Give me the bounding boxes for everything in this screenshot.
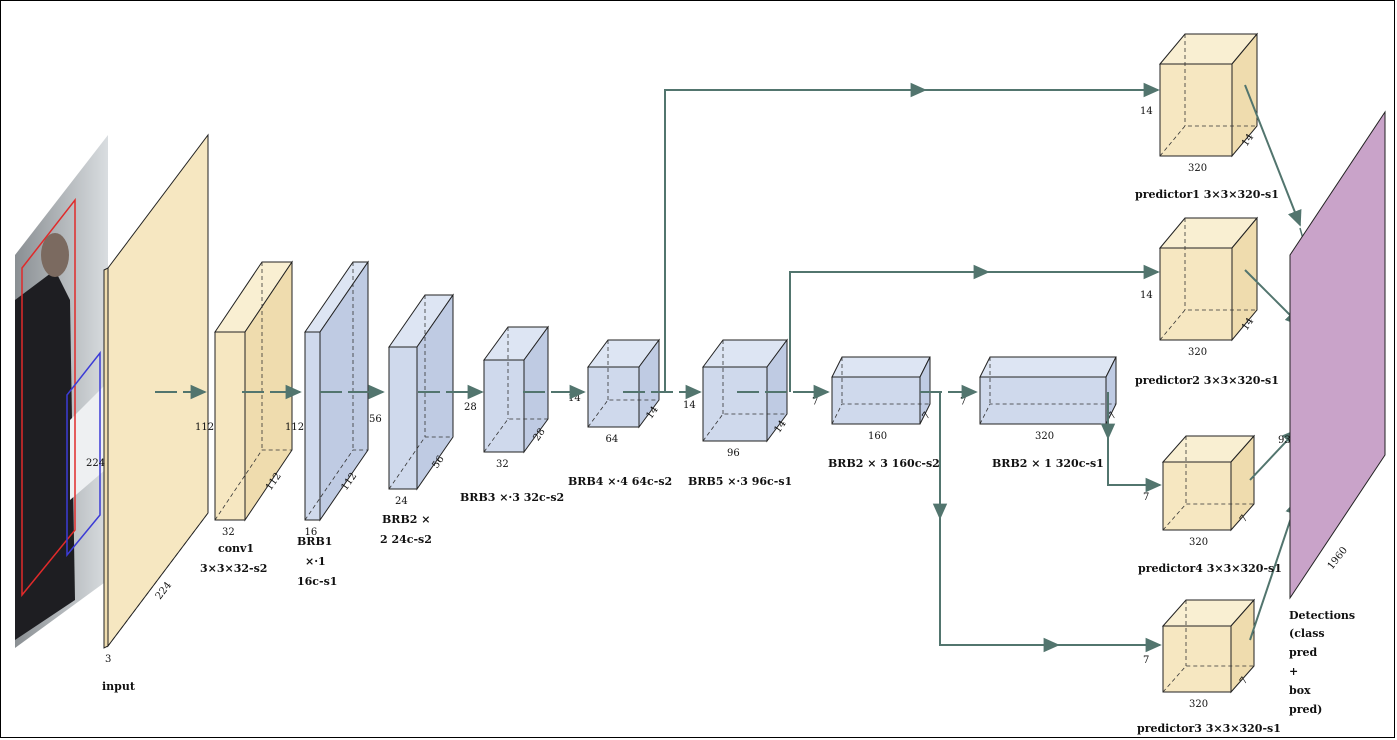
brb6-dim-depth: 7 bbox=[920, 410, 933, 422]
brb7-dim-height: 7 bbox=[960, 397, 966, 408]
predictor4-label: predictor4 3×3×320-s1 bbox=[1138, 562, 1282, 575]
brb4-dim-width: 64 bbox=[606, 434, 619, 445]
detections-label-5: box bbox=[1289, 684, 1311, 697]
brb7-dim-depth: 7 bbox=[1106, 410, 1119, 422]
predictor4-volume bbox=[1161, 434, 1256, 532]
arrow-predictor1-detections bbox=[1244, 84, 1302, 227]
brb5-dim-width: 96 bbox=[727, 448, 740, 459]
brb5-volume bbox=[702, 338, 788, 443]
detections-label-4: + bbox=[1289, 665, 1298, 678]
detections-dim-height: 93 bbox=[1278, 435, 1291, 446]
conv1-label-1: conv1 bbox=[218, 542, 254, 555]
arrow-predictor4-detections bbox=[1249, 428, 1299, 481]
brb6-label: BRB2 × 3 160c-s2 bbox=[828, 457, 940, 470]
conv1-dim-height: 112 bbox=[195, 422, 214, 433]
brb2-dim-height: 56 bbox=[369, 414, 382, 425]
brb1-label-2: ×·1 bbox=[305, 555, 326, 568]
detections-label-1: Detections bbox=[1289, 609, 1355, 622]
detections-dim-depth: 1960 bbox=[1326, 545, 1350, 572]
brb6-dim-height: 7 bbox=[812, 397, 818, 408]
predictor3-volume bbox=[1161, 598, 1256, 694]
brb7-dim-width: 320 bbox=[1035, 431, 1054, 442]
brb7-label: BRB2 × 1 320c-s1 bbox=[992, 457, 1104, 470]
conv1-volume bbox=[214, 260, 293, 522]
brb6-volume bbox=[831, 356, 931, 425]
detections-label-6: pred) bbox=[1289, 703, 1322, 716]
brb2-label-1: BRB2 × bbox=[382, 513, 430, 526]
detections-label-3: pred bbox=[1289, 646, 1317, 659]
brb1-dim-height: 112 bbox=[285, 422, 304, 433]
brb1-label-1: BRB1 bbox=[297, 535, 332, 548]
input-label: input bbox=[102, 680, 136, 693]
predictor4-dim-depth: 7 bbox=[1238, 513, 1251, 525]
predictor2-volume bbox=[1158, 216, 1259, 342]
brb1-dim-width: 16 bbox=[305, 527, 318, 538]
brb6-dim-width: 160 bbox=[868, 431, 887, 442]
predictor1-label: predictor1 3×3×320-s1 bbox=[1135, 188, 1279, 201]
detections-label-2: (class bbox=[1289, 627, 1325, 640]
brb3-volume bbox=[483, 325, 549, 454]
brb2-label-2: 2 24c-s2 bbox=[380, 533, 432, 546]
input-dim-depth: 224 bbox=[154, 580, 174, 602]
predictor4-dim-height: 7 bbox=[1143, 492, 1149, 503]
input-volume bbox=[103, 133, 209, 649]
predictor2-label: predictor2 3×3×320-s1 bbox=[1135, 374, 1279, 387]
arrow-brb4-branch bbox=[664, 82, 927, 392]
brb3-label: BRB3 ×·3 32c-s2 bbox=[460, 491, 564, 504]
predictor1-volume bbox=[1158, 32, 1259, 158]
brb1-volume bbox=[304, 260, 369, 522]
input-image bbox=[15, 135, 108, 648]
predictor3-dim-depth: 7 bbox=[1238, 675, 1251, 687]
predictor1-dim-height: 14 bbox=[1140, 106, 1153, 117]
predictor3-label: predictor3 3×3×320-s1 bbox=[1137, 722, 1281, 735]
detections-volume bbox=[1289, 110, 1386, 600]
brb4-dim-height: 14 bbox=[568, 393, 581, 404]
predictor2-dim-height: 14 bbox=[1140, 290, 1153, 301]
predictor3-dim-height: 7 bbox=[1143, 655, 1149, 666]
conv1-dim-width: 32 bbox=[222, 527, 235, 538]
conv1-label-2: 3×3×32-s2 bbox=[200, 562, 267, 575]
input-dim-height: 224 bbox=[86, 458, 105, 469]
arrow-predictor3-detections bbox=[1249, 498, 1300, 641]
arrow-brb6-branch bbox=[939, 392, 1060, 653]
person-bounding-box bbox=[21, 197, 76, 598]
brb4-label: BRB4 ×·4 64c-s2 bbox=[568, 475, 672, 488]
brb3-dim-height: 28 bbox=[464, 402, 477, 413]
brb1-label-3: 16c-s1 bbox=[297, 575, 337, 588]
brb5-label: BRB5 ×·3 96c-s1 bbox=[688, 475, 792, 488]
object-bounding-box bbox=[66, 350, 101, 558]
brb7-volume bbox=[979, 356, 1117, 425]
predictor3-dim-width: 320 bbox=[1189, 699, 1208, 710]
brb5-dim-height: 14 bbox=[683, 400, 696, 411]
arrow-to-predictor4 bbox=[1107, 392, 1162, 493]
input-dim-channels: 3 bbox=[105, 654, 111, 665]
predictor2-dim-width: 320 bbox=[1188, 347, 1207, 358]
brb4-volume bbox=[587, 338, 660, 429]
predictor4-dim-width: 320 bbox=[1189, 537, 1208, 548]
brb2-dim-width: 24 bbox=[395, 496, 408, 507]
predictor1-dim-width: 320 bbox=[1188, 163, 1207, 174]
brb3-dim-width: 32 bbox=[496, 459, 509, 470]
arrow-brb5-branch bbox=[789, 264, 990, 392]
